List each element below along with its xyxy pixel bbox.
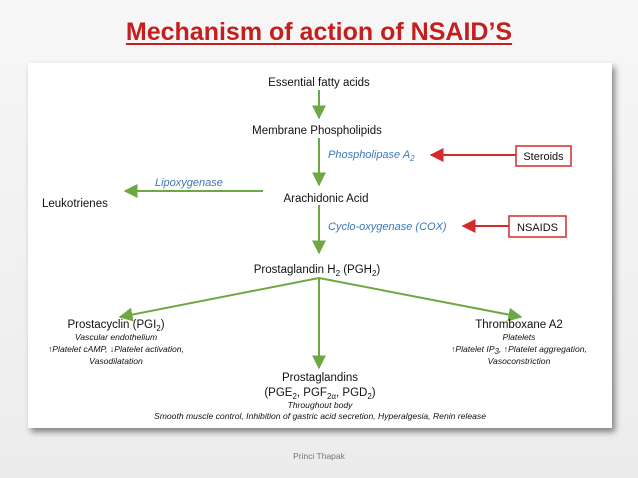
node-pgh2: Prostaglandin H2 (PGH2) [254, 264, 381, 278]
enzyme-phospholipase: Phospholipase A2 [328, 149, 415, 163]
steroids-label: Steroids [523, 151, 564, 163]
thromboxane-vasoconstriction: Vasoconstriction [488, 356, 551, 366]
enzyme-cox: Cyclo-oxygenase (COX) [328, 221, 447, 233]
node-thromboxane: Thromboxane A2 [475, 319, 563, 331]
nsaids-box [508, 215, 567, 238]
pathway-diagram: Essential fatty acids Membrane Phospholi… [42, 77, 587, 421]
thromboxane-effects: ↑Platelet IP3, ↑Platelet aggregation, [451, 344, 587, 356]
node-arachidonic-acid: Arachidonic Acid [283, 193, 368, 205]
prostacyclin-effects: ↑Platelet cAMP, ↓Platelet activation, [48, 344, 184, 354]
node-prostacyclin: Prostacyclin (PGI2) [67, 319, 164, 333]
prostaglandins-site: Throughout body [288, 400, 354, 410]
slide-title: Mechanism of action of NSAID’S [125, 18, 513, 46]
nsaids-label: NSAIDS [517, 222, 558, 234]
prostaglandins-types: (PGE2, PGF2α, PGD2) [264, 387, 375, 401]
node-prostaglandins: Prostaglandins [282, 372, 358, 384]
prostaglandins-effects: Smooth muscle control, Inhibition of gas… [154, 411, 486, 421]
node-essential-fatty-acids: Essential fatty acids [268, 77, 370, 89]
enzyme-lipoxygenase: Lipoxygenase [155, 177, 223, 189]
steroids-box [515, 145, 572, 167]
prostacyclin-vasodilatation: Vasodilatation [89, 356, 143, 366]
arrow-pgh2-to-thromboxane [318, 277, 523, 322]
diagram-card: Essential fatty acids Membrane Phospholi… [28, 63, 612, 428]
arrow-pgh2-to-prostacyclin [118, 277, 320, 322]
node-leukotrienes: Leukotrienes [42, 198, 108, 210]
prostacyclin-site: Vascular endothelium [75, 332, 157, 342]
thromboxane-site: Platelets [503, 332, 537, 342]
slide-footer: Princi Thapak [293, 451, 345, 461]
node-membrane-phospholipids: Membrane Phospholipids [252, 125, 382, 137]
